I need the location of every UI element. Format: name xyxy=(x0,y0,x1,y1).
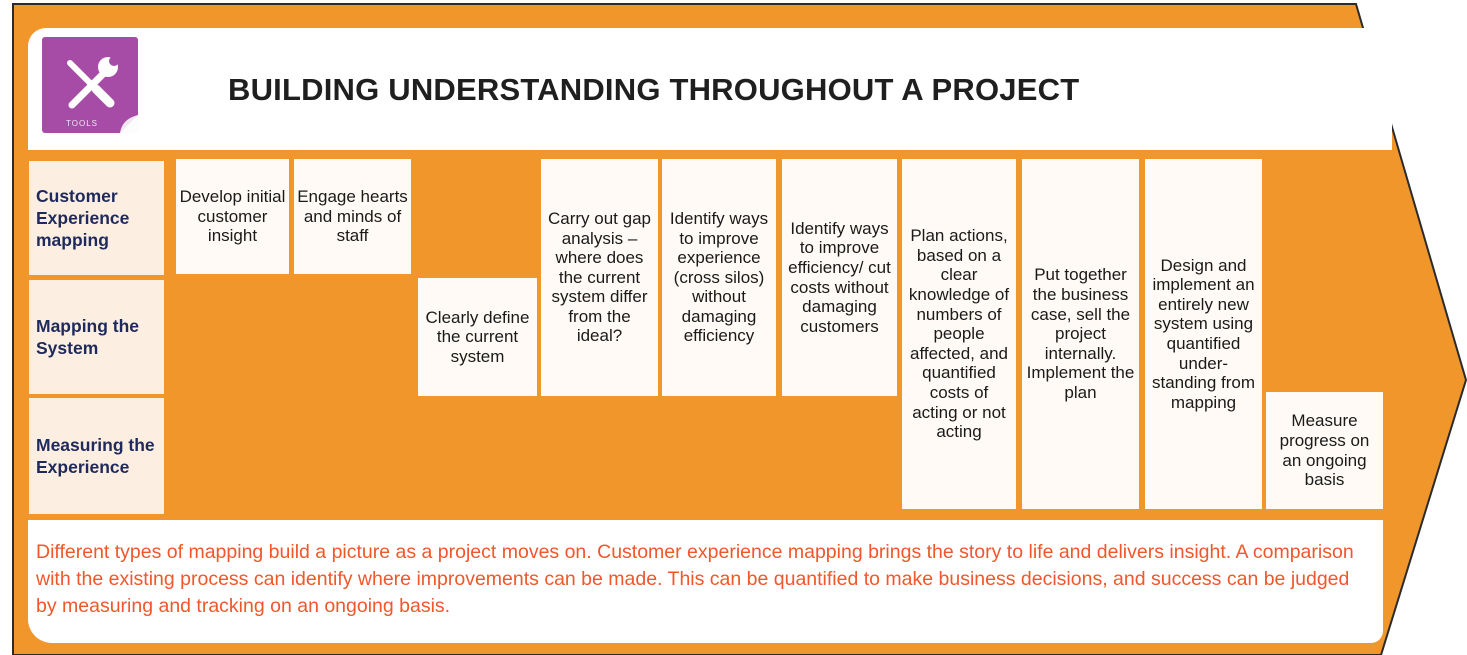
logo-label: TOOLS xyxy=(66,119,98,128)
step-business-case: Put together the business case, sell the… xyxy=(1022,159,1139,509)
summary-text: Different types of mapping build a pictu… xyxy=(36,541,1354,617)
step-gap-analysis: Carry out gap analysis – where does the … xyxy=(541,159,658,396)
page-title: BUILDING UNDERSTANDING THROUGHOUT A PROJ… xyxy=(228,72,1080,107)
step-define-current-system: Clearly define the current system xyxy=(418,278,537,396)
step-measure-progress: Measure progress on an ongoing basis xyxy=(1266,392,1383,509)
step-design-new-system: Design and implement an entirely new sys… xyxy=(1145,159,1262,509)
step-plan-actions: Plan actions, based on a clear knowledge… xyxy=(902,159,1016,509)
step-improve-experience: Identify ways to improve experience (cro… xyxy=(662,159,776,396)
row-label-mapping-system: Mapping the System xyxy=(29,280,164,394)
row-label-measuring-experience: Measuring the Experience xyxy=(29,398,164,514)
step-develop-insight: Develop initial customer insight xyxy=(176,159,289,274)
tools-icon xyxy=(42,37,138,133)
step-improve-efficiency: Identify ways to improve efficiency/ cut… xyxy=(782,159,897,396)
row-label-customer-experience: Customer Experience mapping xyxy=(29,161,164,275)
summary-panel xyxy=(28,520,1383,643)
title-panel xyxy=(28,28,1392,150)
step-engage-staff: Engage hearts and minds of staff xyxy=(294,159,411,274)
